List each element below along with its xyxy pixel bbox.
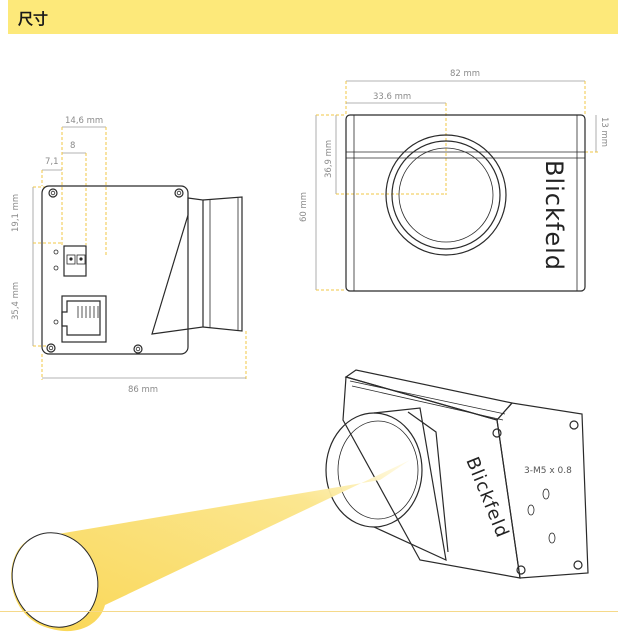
dim-side-8: 8 <box>70 141 75 151</box>
perspective-view: 3-M5 x 0.8 Blickfeld <box>11 369 589 632</box>
bottom-divider <box>0 611 618 612</box>
front-view: 82 mm 33.6 mm 60 mm 36,9 mm 13 mm Blickf… <box>299 69 609 292</box>
dim-side-19-1: 19,1 mm <box>11 194 21 232</box>
brand-logo-perspective: Blickfeld <box>461 454 513 541</box>
dim-front-33-6: 33.6 mm <box>373 92 411 102</box>
dim-side-35-4: 35,4 mm <box>11 282 21 320</box>
dim-side-86: 86 mm <box>128 385 158 395</box>
section-header: 尺寸 <box>8 0 618 34</box>
thread-label: 3-M5 x 0.8 <box>524 466 572 476</box>
brand-logo-front: Blickfeld <box>540 160 568 271</box>
dim-front-82: 82 mm <box>450 69 480 79</box>
section-title: 尺寸 <box>18 10 49 28</box>
side-view: 14,6 mm 8 7,1 19,1 mm 35,4 mm <box>11 116 247 395</box>
dim-front-13: 13 mm <box>599 117 609 147</box>
dim-side-14-6: 14,6 mm <box>65 116 103 126</box>
dim-front-36-9: 36,9 mm <box>324 140 334 178</box>
dim-side-7-1: 7,1 <box>45 157 59 167</box>
dim-front-60: 60 mm <box>299 192 309 222</box>
